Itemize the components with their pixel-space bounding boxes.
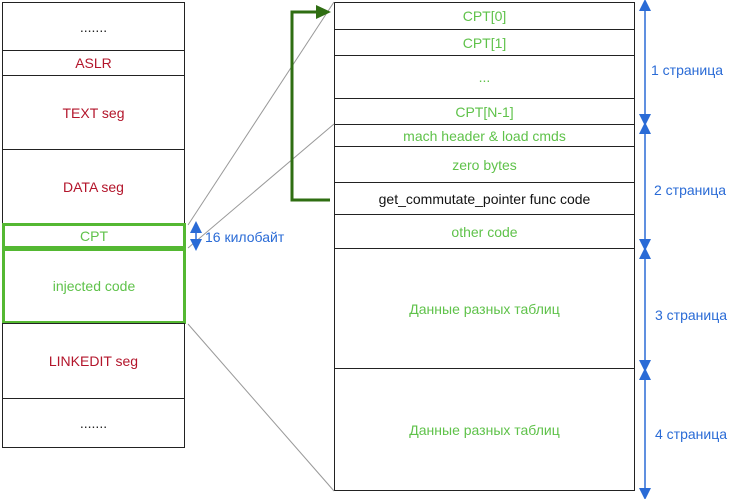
get-commutate-pointer-block: get_commutate_pointer func code <box>334 182 635 215</box>
injected-code-segment: injected code <box>2 248 186 324</box>
cpt-entry-last: CPT[N-1] <box>334 98 635 125</box>
projection-line-cpt-top <box>187 1 335 226</box>
left-bottom-ellipsis: ....... <box>2 398 185 448</box>
tables-data-block-1: Данные разных таблиц <box>334 248 635 369</box>
text-segment: TEXT seg <box>2 75 185 150</box>
left-top-ellipsis: ....... <box>2 2 185 51</box>
page-4-label: 4 страница <box>655 426 728 442</box>
tables-data-block-2: Данные разных таблиц <box>334 368 635 491</box>
page-3-label: 3 страница <box>655 307 728 323</box>
projection-line-injected-bottom <box>187 323 335 492</box>
pointer-arrow <box>290 10 330 202</box>
projection-line-cpt-bottom <box>187 123 335 249</box>
cpt-entry-1: CPT[1] <box>334 29 635 56</box>
page-1-label: 1 страница <box>651 62 724 78</box>
page-2-label: 2 страница <box>654 182 727 198</box>
cpt-segment: CPT <box>2 223 186 249</box>
other-code-block: other code <box>334 214 635 249</box>
cpt-size-label: 16 килобайт <box>205 229 285 245</box>
linkedit-segment: LINKEDIT seg <box>2 323 185 399</box>
pointer-arrow-head <box>316 5 331 19</box>
